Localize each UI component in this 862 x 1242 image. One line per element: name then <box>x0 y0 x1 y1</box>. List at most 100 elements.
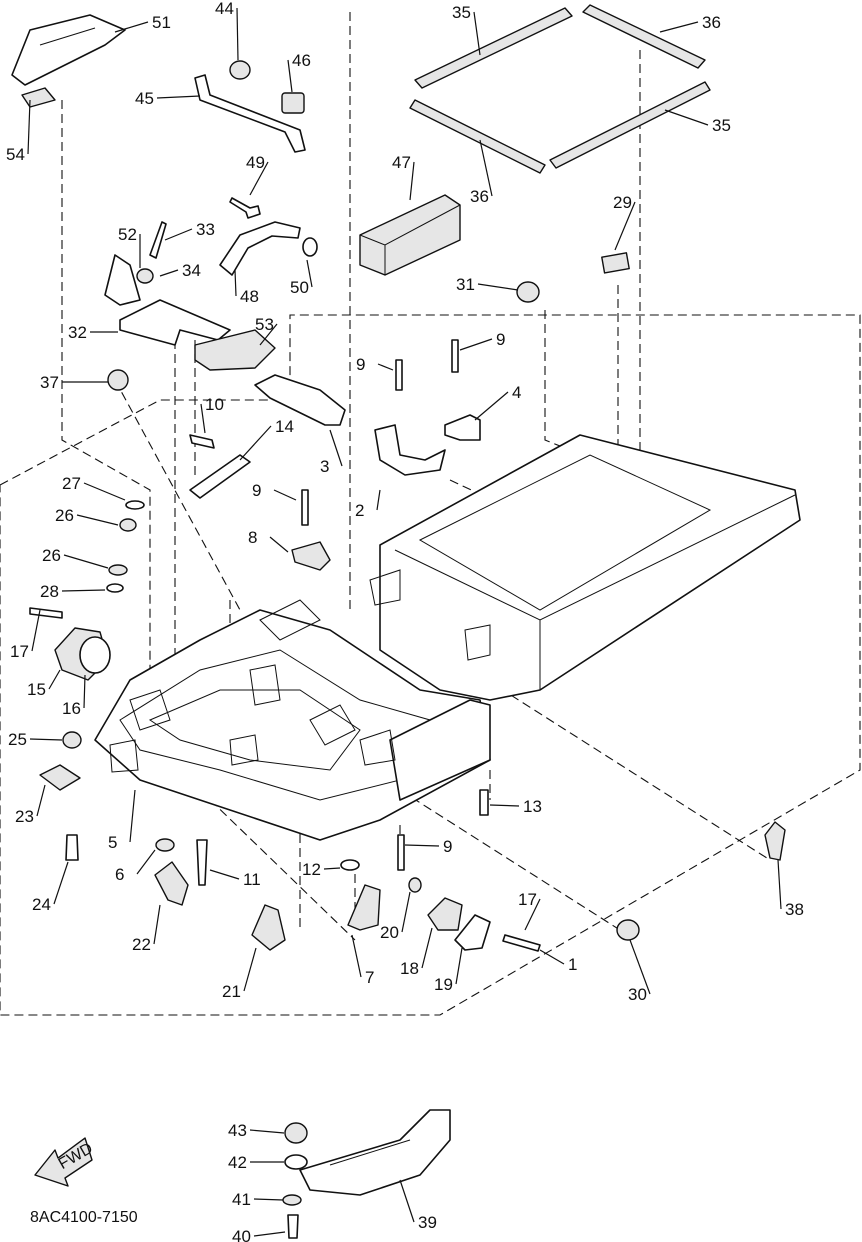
bolt-24 <box>65 834 79 861</box>
callout-49: 49 <box>246 153 265 172</box>
callout-39: 39 <box>418 1213 437 1232</box>
callout-48: 48 <box>240 287 259 306</box>
clip-38 <box>764 821 786 861</box>
callout-9: 9 <box>496 330 505 349</box>
leader-line-27 <box>83 482 126 501</box>
leader-line-41 <box>253 1198 284 1201</box>
bracket-8 <box>291 541 331 571</box>
callout-22: 22 <box>132 935 151 954</box>
callout-5: 5 <box>108 833 117 852</box>
leader-line-1 <box>539 949 565 965</box>
bracket-39-assembly <box>299 1109 451 1196</box>
clip-46 <box>281 92 305 114</box>
bracket-48 <box>219 221 301 276</box>
washer-41 <box>282 1194 302 1206</box>
leader-line-35 <box>664 109 709 126</box>
bracket-2 <box>374 424 446 476</box>
plate-23 <box>39 764 81 791</box>
leader-line-11 <box>209 869 240 880</box>
leader-line-18 <box>421 927 433 969</box>
dashed-frame <box>0 12 861 1016</box>
callout-1: 1 <box>568 955 577 974</box>
callout-36: 36 <box>702 13 721 32</box>
callout-17: 17 <box>518 890 537 909</box>
leader-line-16 <box>83 674 86 709</box>
callout-30: 30 <box>628 985 647 1004</box>
fwd-arrow: FWD <box>34 1137 96 1187</box>
callout-19: 19 <box>434 975 453 994</box>
leader-line-40 <box>253 1231 286 1237</box>
callout-17: 17 <box>10 642 29 661</box>
leader-line-9 <box>459 338 493 351</box>
callout-26: 26 <box>42 546 61 565</box>
bolt-33 <box>149 221 167 259</box>
leader-line-51 <box>114 21 149 33</box>
callout-33: 33 <box>196 220 215 239</box>
pad-47 <box>359 194 461 276</box>
leader-line-33 <box>164 228 193 241</box>
callout-43: 43 <box>228 1121 247 1140</box>
leader-line-22 <box>153 904 161 945</box>
bolt-10 <box>189 434 215 449</box>
leader-line-6 <box>136 849 156 875</box>
leader-line-19 <box>455 947 463 985</box>
callout-54: 54 <box>6 145 25 164</box>
callout-18: 18 <box>400 959 419 978</box>
leader-line-29 <box>614 201 636 251</box>
callout-52: 52 <box>118 225 137 244</box>
leader-line-14 <box>239 425 272 461</box>
callout-45: 45 <box>135 89 154 108</box>
leader-line-31 <box>477 283 519 291</box>
nut-43 <box>284 1122 308 1144</box>
callout-38: 38 <box>785 900 804 919</box>
plate-18 <box>427 897 463 931</box>
bracket-51 <box>11 14 126 86</box>
callout-6: 6 <box>115 865 124 884</box>
nut-50 <box>302 237 318 257</box>
callout-42: 42 <box>228 1153 247 1172</box>
frame-assembly <box>94 434 801 841</box>
leader-line-45 <box>156 95 201 99</box>
callout-32: 32 <box>68 323 87 342</box>
leader-line-38 <box>777 859 782 910</box>
leader-line-25 <box>29 738 63 741</box>
leader-line-43 <box>249 1129 285 1134</box>
callout-26: 26 <box>55 506 74 525</box>
leader-line-50 <box>306 259 313 288</box>
nut-34 <box>136 268 154 284</box>
plate-53 <box>194 329 276 371</box>
callout-3: 3 <box>320 457 329 476</box>
leader-line-12 <box>323 867 341 870</box>
callout-46: 46 <box>292 51 311 70</box>
callout-37: 37 <box>40 373 59 392</box>
callout-28: 28 <box>40 582 59 601</box>
callout-16: 16 <box>62 699 81 718</box>
callout-15: 15 <box>27 680 46 699</box>
leader-line-15 <box>48 669 61 690</box>
rod-45 <box>194 74 306 153</box>
bolt-37 <box>107 369 129 391</box>
grommet-31 <box>516 281 540 303</box>
bracket-32 <box>104 254 231 346</box>
leader-line-13 <box>489 804 520 807</box>
leader-line-54 <box>27 99 31 155</box>
callout-41: 41 <box>232 1190 251 1209</box>
callout-53: 53 <box>255 315 274 334</box>
plate-16 <box>79 636 111 674</box>
leader-line-8 <box>269 536 289 553</box>
plate-19 <box>454 914 491 951</box>
rubber-strips <box>409 4 711 174</box>
callout-9: 9 <box>356 355 365 374</box>
leader-line-48 <box>234 269 237 297</box>
cap-30 <box>616 919 640 941</box>
leader-line-36 <box>659 21 699 33</box>
leader-line-44 <box>236 7 239 61</box>
leader-line-3 <box>329 429 343 467</box>
bolt-17b <box>502 934 541 952</box>
callout-8: 8 <box>248 528 257 547</box>
rivets-9 <box>301 339 459 871</box>
diagram-code: 8AC4100-7150 <box>30 1209 138 1226</box>
bracket-4 <box>444 414 481 441</box>
leader-line-9 <box>404 844 440 847</box>
